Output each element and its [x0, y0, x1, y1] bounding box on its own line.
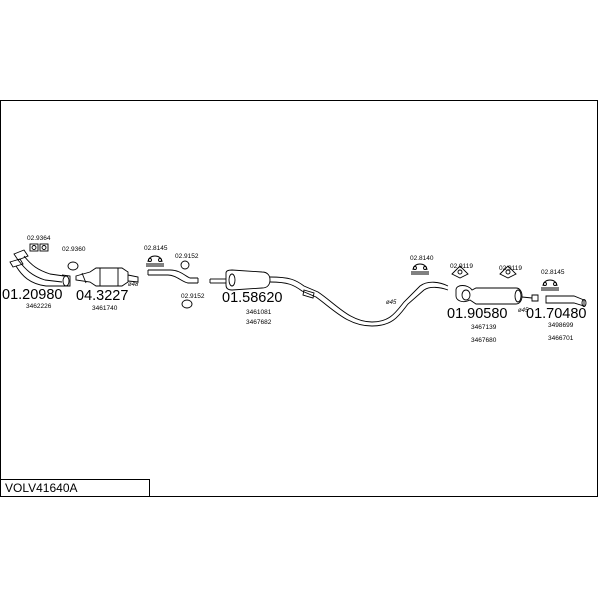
hanger-02-9119-a [451, 265, 469, 279]
small-part-label: 02.9360 [62, 246, 86, 253]
rear-silencer-drawing [455, 285, 533, 305]
diameter-label: ø45 [518, 308, 529, 314]
part-reference: 3461740 [92, 305, 118, 312]
part-reference: 3498699 [548, 322, 574, 329]
diameter-label: ø48 [128, 282, 139, 288]
small-part-label: 02.9119 [499, 265, 522, 272]
part-reference: 3466701 [548, 335, 574, 342]
intermediate-pipe-drawing [147, 269, 199, 284]
diagram-frame [0, 100, 598, 497]
clamp-02-8140 [411, 263, 429, 275]
tail-pipe-drawing [531, 294, 587, 307]
part-number: 01.58620 [222, 290, 282, 306]
model-code-label: VOLV41640A [0, 479, 150, 497]
part-number: 01.20980 [2, 287, 62, 303]
part-reference: 3467682 [246, 319, 272, 326]
catalytic-converter-drawing [75, 267, 139, 287]
part-reference: 3467139 [471, 324, 497, 331]
small-part-label: 02.9364 [27, 235, 51, 242]
diameter-label: ø45 [386, 300, 397, 306]
front-pipe-drawing [9, 249, 71, 287]
hanger-02-9119-b [499, 265, 517, 279]
small-part-label: 02.9152 [181, 293, 205, 300]
small-part-label: 02.9119 [450, 263, 473, 270]
ring-02-9360 [67, 261, 79, 271]
gasket-02-9364 [29, 243, 49, 252]
clamp-02-8145-b [541, 279, 559, 291]
small-part-label: 02.8145 [144, 245, 168, 252]
small-part-label: 02.9152 [175, 253, 199, 260]
ring-02-9152-a [180, 260, 190, 270]
small-part-label: 02.8140 [410, 255, 434, 262]
small-part-label: 02.8145 [541, 269, 565, 276]
part-number: 04.3227 [76, 288, 128, 304]
part-reference: 3461081 [246, 309, 272, 316]
clamp-02-8145-a [146, 255, 164, 267]
middle-silencer-drawing [209, 269, 449, 327]
part-number: 01.90580 [447, 306, 507, 322]
ring-02-9152-b [181, 299, 193, 309]
part-number: 01.70480 [526, 306, 586, 322]
part-reference: 3467680 [471, 337, 497, 344]
part-reference: 3462226 [26, 303, 52, 310]
